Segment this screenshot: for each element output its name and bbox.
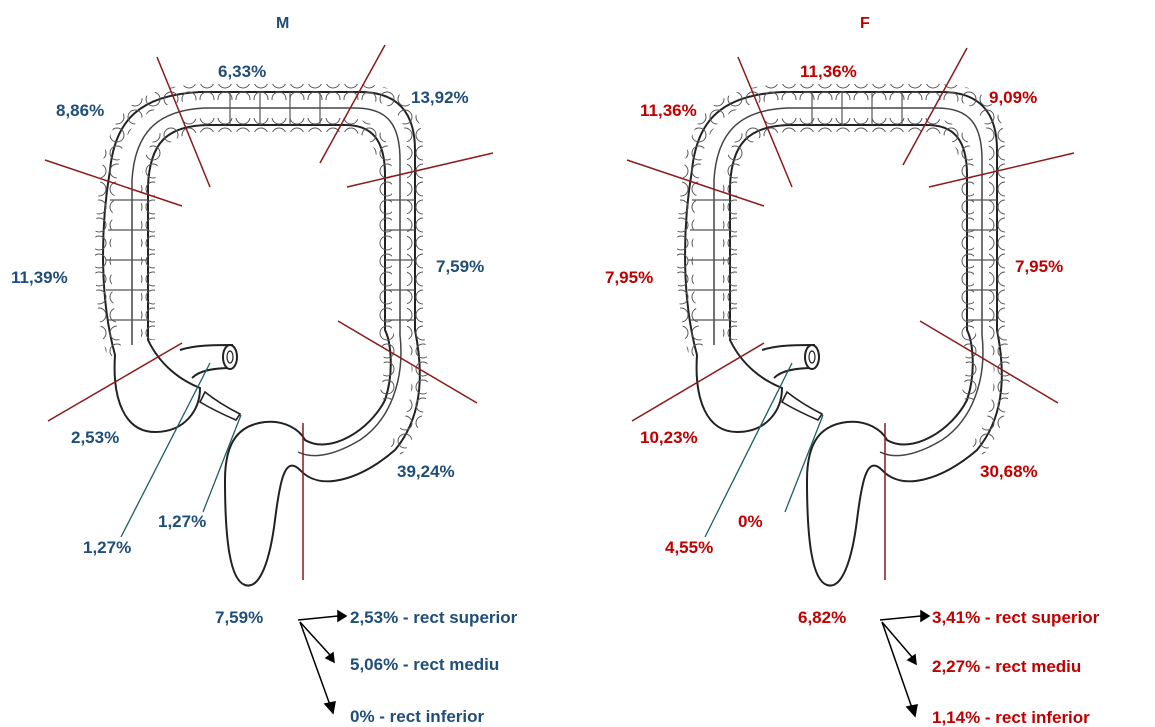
female-hepatic-flexure-pct: 11,36%	[640, 102, 697, 119]
female-appendix-b-pct: 0%	[738, 513, 763, 530]
female-rectum-superior: 3,41% - rect superior	[932, 609, 1099, 626]
male-rectum-mediu: 5,06% - rect mediu	[350, 656, 499, 673]
rectum-arrows-female	[880, 611, 929, 716]
female-appendix-a-pct: 4,55%	[665, 539, 713, 556]
female-cecum-pct: 10,23%	[640, 429, 698, 446]
male-rectum-total-pct: 7,59%	[215, 609, 263, 626]
rectum-arrows-male	[298, 611, 346, 713]
male-rectum-superior: 2,53% - rect superior	[350, 609, 517, 626]
male-transverse-pct: 6,33%	[218, 63, 266, 80]
male-sigmoid-pct: 39,24%	[397, 463, 455, 480]
female-ascending-pct: 7,95%	[605, 269, 653, 286]
female-rectum-total-pct: 6,82%	[798, 609, 846, 626]
colon-illustration-male	[103, 92, 420, 586]
male-ascending-pct: 11,39%	[11, 269, 68, 286]
male-splenic-flexure-pct: 13,92%	[411, 89, 469, 106]
male-cecum-pct: 2,53%	[71, 429, 119, 446]
male-descending-pct: 7,59%	[436, 258, 484, 275]
female-header: F	[860, 16, 870, 32]
colon-illustration-female	[685, 92, 1002, 586]
male-rectum-inferior: 0% - rect inferior	[350, 708, 484, 725]
female-sigmoid-pct: 30,68%	[980, 463, 1038, 480]
female-descending-pct: 7,95%	[1015, 258, 1063, 275]
female-rectum-mediu: 2,27% - rect mediu	[932, 658, 1081, 675]
male-header: M	[276, 16, 289, 32]
male-appendix-a-pct: 1,27%	[83, 539, 131, 556]
male-hepatic-flexure-pct: 8,86%	[56, 102, 104, 119]
female-rectum-inferior: 1,14% - rect inferior	[932, 709, 1090, 726]
female-splenic-flexure-pct: 9,09%	[989, 89, 1037, 106]
female-transverse-pct: 11,36%	[800, 63, 857, 80]
male-appendix-b-pct: 1,27%	[158, 513, 206, 530]
